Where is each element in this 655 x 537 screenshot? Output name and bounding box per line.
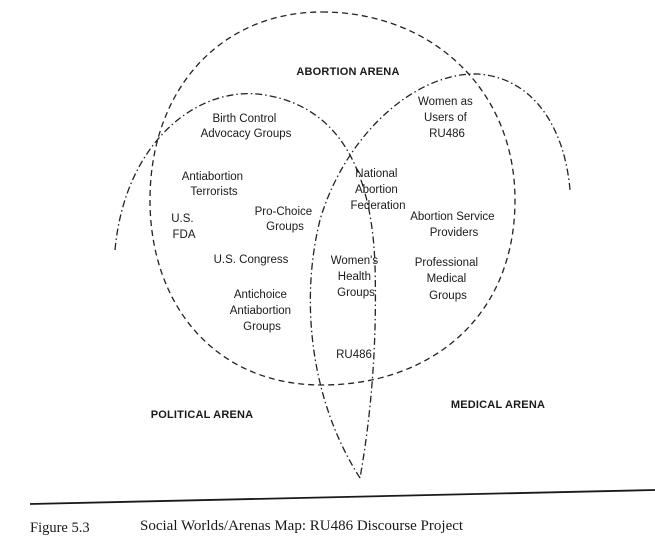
figure-number: Figure 5.3: [30, 520, 90, 536]
abortion-arena-boundary: [149, 11, 516, 386]
world-antichoice-antiabortion-groups: Antichoice Antiabortion Groups: [230, 289, 295, 333]
world-abortion-service-providers: Abortion Service Providers: [410, 211, 498, 239]
world-womens-health-groups: Women's Health Groups: [331, 255, 382, 299]
world-pro-choice-groups: Pro-Choice Groups: [255, 206, 316, 233]
world-birth-control-advocacy-groups: Birth Control Advocacy Groups: [201, 113, 292, 140]
figure-title: Social Worlds/Arenas Map: RU486 Discours…: [140, 518, 464, 534]
world-us-congress: U.S. Congress: [214, 254, 289, 266]
world-ru486: RU486: [336, 349, 372, 361]
political-arena-boundary: [114, 93, 377, 479]
caption-rule: [29, 489, 655, 505]
world-antiabortion-terrorists: Antiabortion Terrorists: [182, 171, 247, 198]
world-us-fda: U.S. FDA: [171, 213, 197, 241]
world-women-as-users-of-ru486: Women as Users of RU486: [418, 96, 476, 140]
world-professional-medical-groups: Professional Medical Groups: [415, 257, 482, 302]
world-national-abortion-federation: National Abortion Federation: [351, 168, 406, 212]
abortion-arena-label: ABORTION ARENA: [296, 66, 399, 78]
political-arena-label: POLITICAL ARENA: [151, 409, 254, 421]
medical-arena-boundary: [309, 73, 571, 479]
medical-arena-label: MEDICAL ARENA: [451, 399, 545, 411]
